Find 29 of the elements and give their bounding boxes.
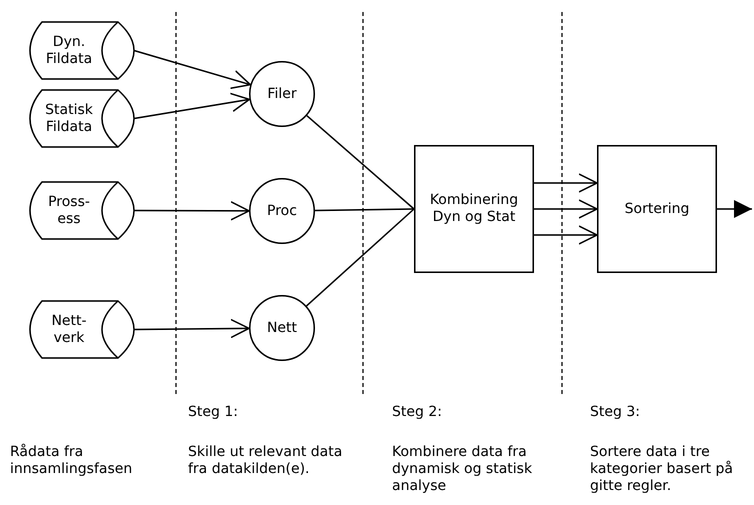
arrow xyxy=(134,318,250,338)
arrow xyxy=(534,199,598,219)
process-circle xyxy=(249,178,315,244)
step-description: Skille ut relevant data fra datakilden(e). xyxy=(188,444,344,478)
node-label: Proc xyxy=(266,202,298,220)
step-heading: Steg 2: xyxy=(392,404,443,421)
node-label: Filer xyxy=(266,86,298,102)
arrow xyxy=(534,173,598,193)
process-box xyxy=(597,145,717,273)
step-heading: Steg 1: xyxy=(188,404,239,421)
arrow xyxy=(134,92,250,120)
node-label: Sortering xyxy=(624,200,690,218)
process-circle xyxy=(249,295,315,361)
step-description: Kombinere data fra dynamisk og statisk analyse xyxy=(392,444,534,495)
arrow xyxy=(717,200,752,218)
step-heading: Steg 3: xyxy=(590,404,641,421)
node-label: Kombinering Dyn og Stat xyxy=(428,192,520,226)
arrow xyxy=(534,225,598,245)
node-label: Statisk Fildata xyxy=(44,102,94,136)
node-label: Pross- ess xyxy=(47,194,91,228)
node-label: Nett- verk xyxy=(50,312,88,346)
arrow xyxy=(134,201,250,221)
step-description: Rådata fra innsamlingsfasen xyxy=(10,444,134,478)
step-description: Sortere data i tre kategorier basert på gitte regler. xyxy=(590,444,734,495)
node-label: Dyn. Fildata xyxy=(44,34,94,68)
node-label: Nett xyxy=(266,320,298,336)
arrow xyxy=(134,50,252,89)
process-box xyxy=(414,145,534,273)
process-circle xyxy=(249,61,315,127)
